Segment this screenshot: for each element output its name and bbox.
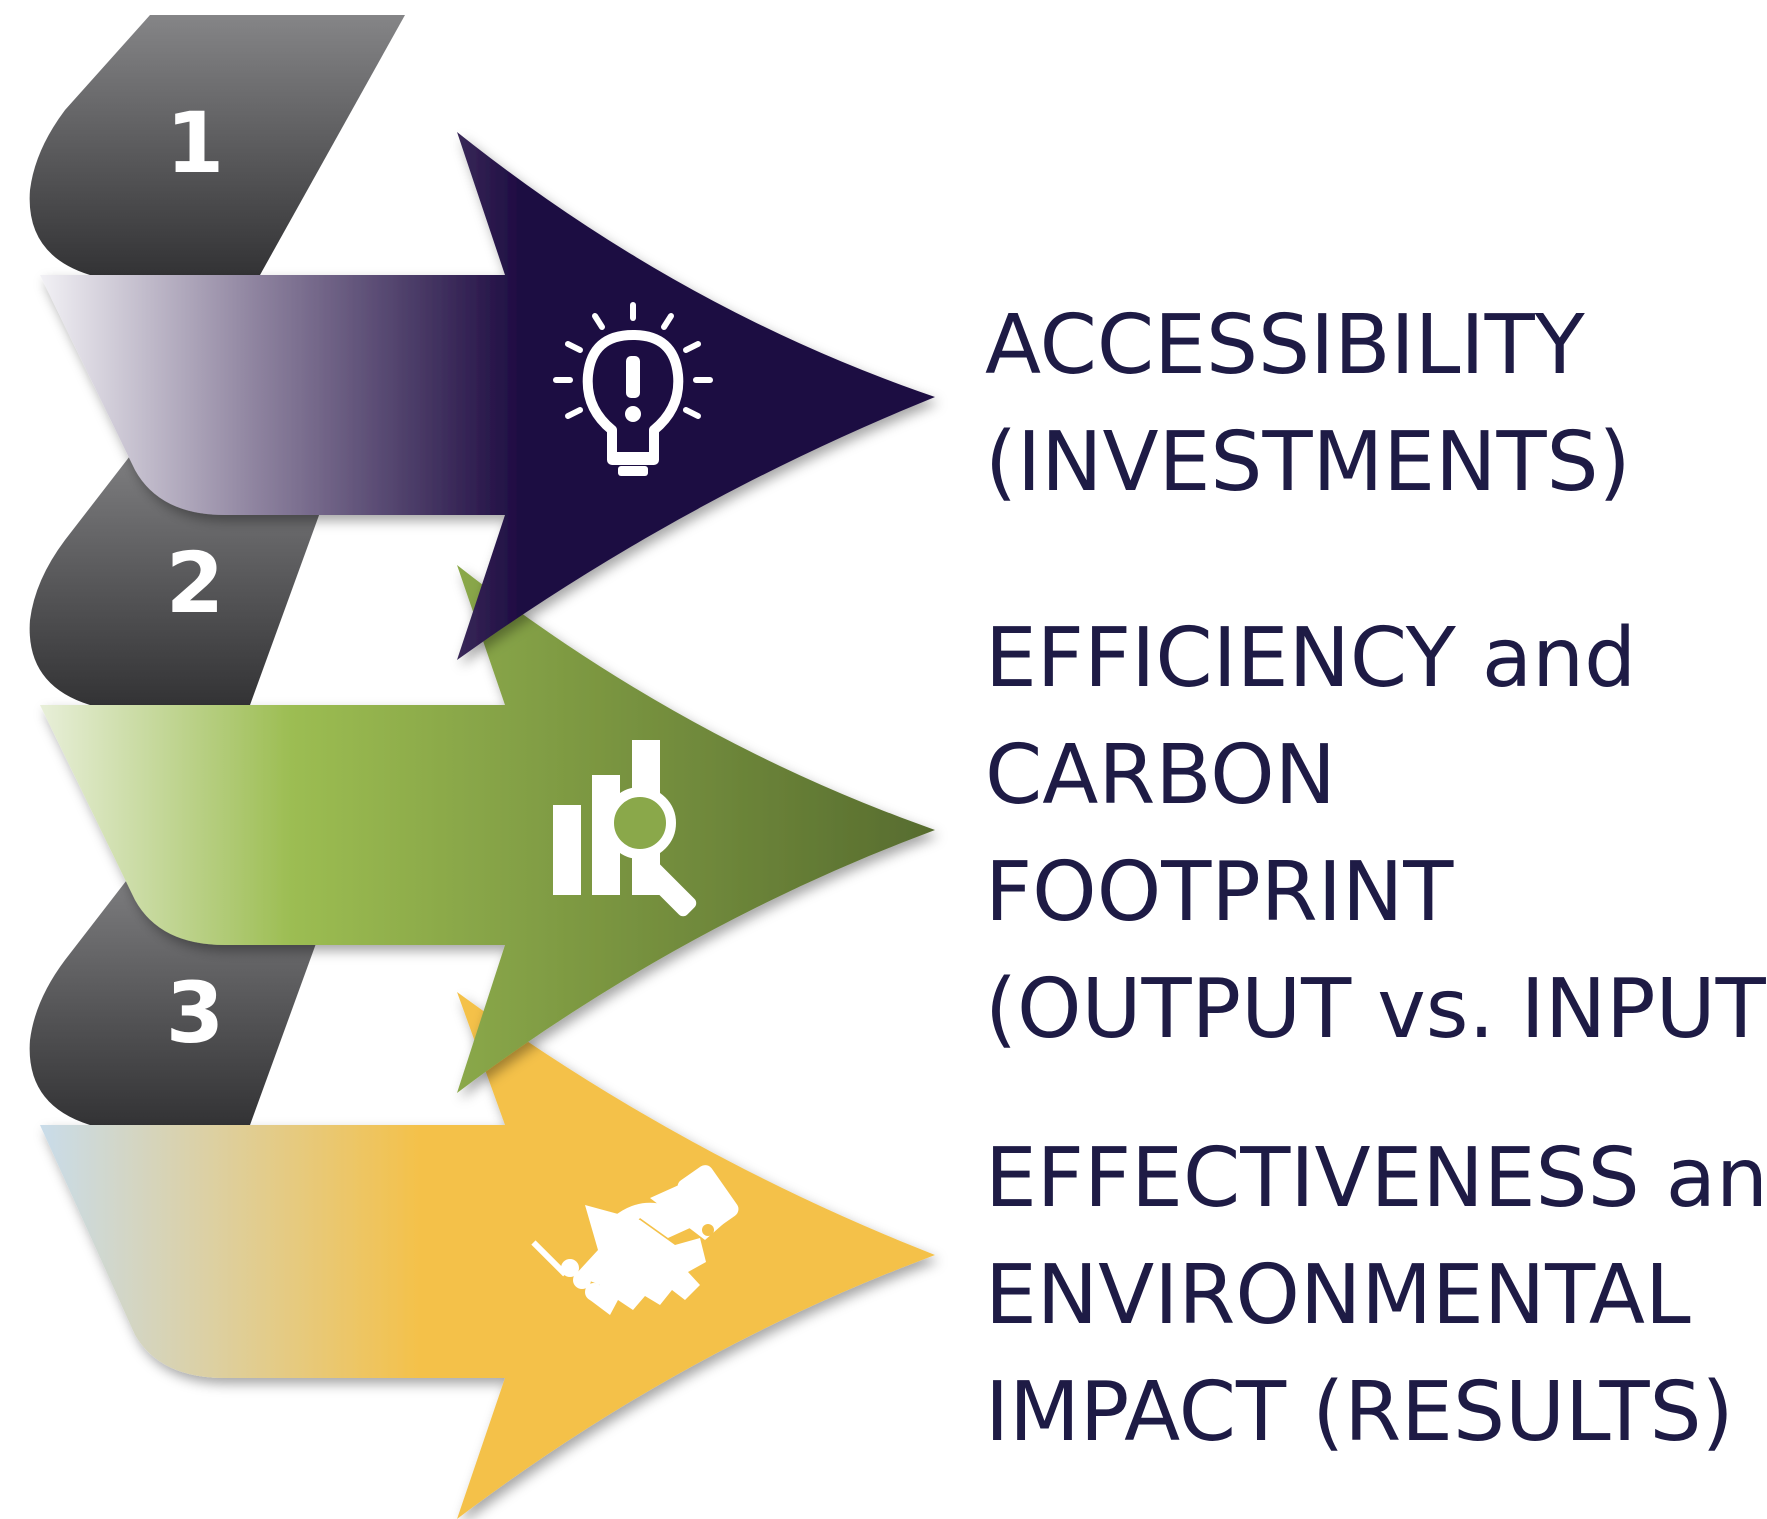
step-3-arrow bbox=[40, 992, 935, 1519]
step-1: 1 bbox=[29, 15, 935, 660]
handshake-icon bbox=[531, 1165, 739, 1315]
step-2-label-line: (OUTPUT vs. INPUT) bbox=[985, 962, 1767, 1057]
step-2-label-line: EFFICIENCY and bbox=[985, 611, 1637, 706]
step-2-label-line: FOOTPRINT bbox=[985, 845, 1454, 940]
step-2-number: 2 bbox=[166, 534, 224, 632]
step-3-label-line: EFFECTIVENESS and bbox=[985, 1131, 1767, 1226]
step-3: 3 bbox=[29, 850, 935, 1519]
step-2-label: EFFICIENCY and CARBON FOOTPRINT (OUTPUT … bbox=[985, 600, 1767, 1068]
step-2-label-line: CARBON bbox=[985, 728, 1337, 823]
step-1-number: 1 bbox=[166, 94, 224, 192]
step-3-label-line: IMPACT (RESULTS) bbox=[985, 1365, 1734, 1460]
step-3-label-line: ENVIRONMENTAL bbox=[985, 1248, 1691, 1343]
step-3-label: EFFECTIVENESS and ENVIRONMENTAL IMPACT (… bbox=[985, 1120, 1767, 1471]
step-3-number: 3 bbox=[166, 964, 224, 1062]
step-1-label: ACCESSIBILITY (INVESTMENTS) bbox=[985, 287, 1631, 521]
step-1-label-line: ACCESSIBILITY bbox=[985, 298, 1585, 393]
step-1-arrow bbox=[40, 132, 935, 660]
step-1-tab bbox=[29, 15, 406, 275]
lightbulb-exclamation-icon bbox=[553, 302, 713, 476]
step-2-arrow bbox=[40, 565, 935, 1093]
step-1-label-line: (INVESTMENTS) bbox=[985, 415, 1631, 510]
bar-chart-magnifier-icon bbox=[553, 740, 697, 917]
